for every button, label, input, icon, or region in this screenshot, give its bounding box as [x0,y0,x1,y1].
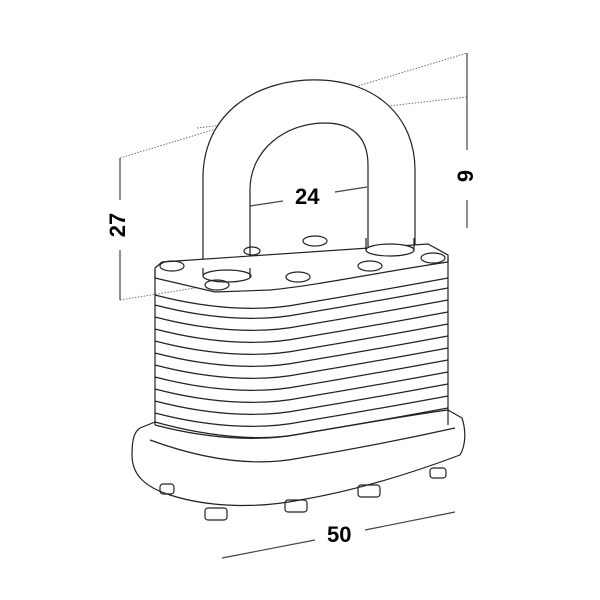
lock-base [131,409,466,521]
shackle-clearance-dimension-label: 9 [453,169,479,183]
dimension-lines [119,53,468,559]
shackle [202,79,416,279]
body-width-dimension-label: 50 [327,522,352,547]
shackle-width-dimension-label: 24 [295,184,320,209]
height-dimension-label: 27 [105,212,131,238]
lock-body [154,235,449,439]
